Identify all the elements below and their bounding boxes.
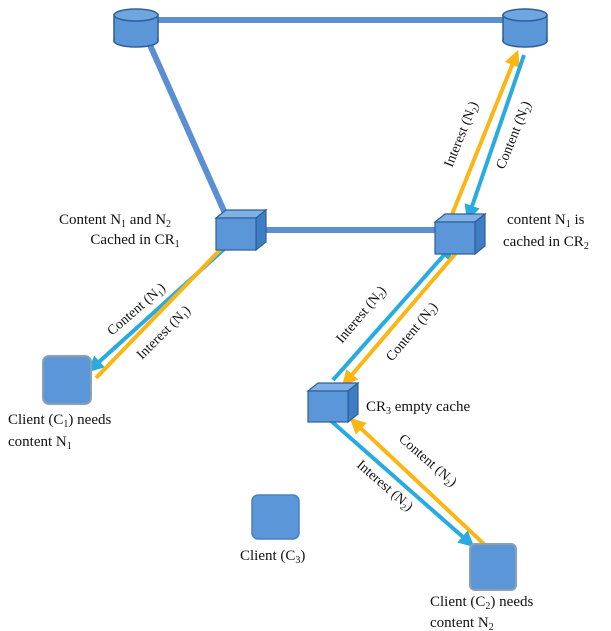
link-server1-cr1 <box>147 43 231 222</box>
svg-text:CR3 empty cache: CR3 empty cache <box>366 399 470 417</box>
svg-text:content N2: content N2 <box>430 615 494 631</box>
content-n2-top-arrow <box>464 54 526 222</box>
server-1-icon <box>113 8 159 48</box>
svg-text:Client (C3): Client (C3) <box>240 548 305 566</box>
server-2-icon <box>502 8 548 48</box>
content-n2-top-arrow-label: Content (N2) <box>494 99 536 172</box>
svg-text:Client (C2) needs: Client (C2) needs <box>430 594 533 612</box>
client-c2-icon <box>469 543 517 591</box>
client-c1-label: Client (C1) needs content N1 <box>8 412 111 452</box>
svg-text:cached in CR2: cached in CR2 <box>503 234 589 252</box>
svg-text:content N1 is: content N1 is <box>507 212 585 230</box>
arrows <box>87 50 526 548</box>
client-c2-label: Client (C2) needs content N2 <box>430 594 533 631</box>
content-n2-bot-arrow <box>349 417 486 546</box>
interest-n2-top-arrow-label: Interest (N2) <box>442 99 483 170</box>
svg-text:Cached in CR1: Cached in CR1 <box>90 232 179 250</box>
svg-text:content N1: content N1 <box>8 434 72 452</box>
router-cr1-icon <box>214 208 268 252</box>
content-n2-bot-arrow-label: Content (N2) <box>395 432 460 491</box>
cr2-label: content N1 is cached in CR2 <box>503 212 589 252</box>
client-c3-label: Client (C3) <box>240 548 305 566</box>
network-links <box>140 17 518 233</box>
client-c3-icon <box>251 494 300 540</box>
router-cr2-icon <box>433 212 487 256</box>
svg-text:Client (C1) needs: Client (C1) needs <box>8 412 111 430</box>
cr1-label: Content N1 and N2 Cached in CR1 <box>59 212 180 250</box>
content-n2-mid-arrow <box>341 244 464 387</box>
interest-n2-bot-arrow <box>328 418 475 548</box>
content-n2-mid-arrow-label: Content (N2) <box>384 300 443 366</box>
interest-n2-mid-arrow <box>331 243 455 382</box>
client-c1-icon <box>42 355 92 405</box>
svg-text:Content N1 and N2: Content N1 and N2 <box>59 212 171 230</box>
cr3-label: CR3 empty cache <box>366 399 470 417</box>
interest-n2-top-arrow <box>447 50 520 223</box>
router-cr3-icon <box>306 381 360 424</box>
